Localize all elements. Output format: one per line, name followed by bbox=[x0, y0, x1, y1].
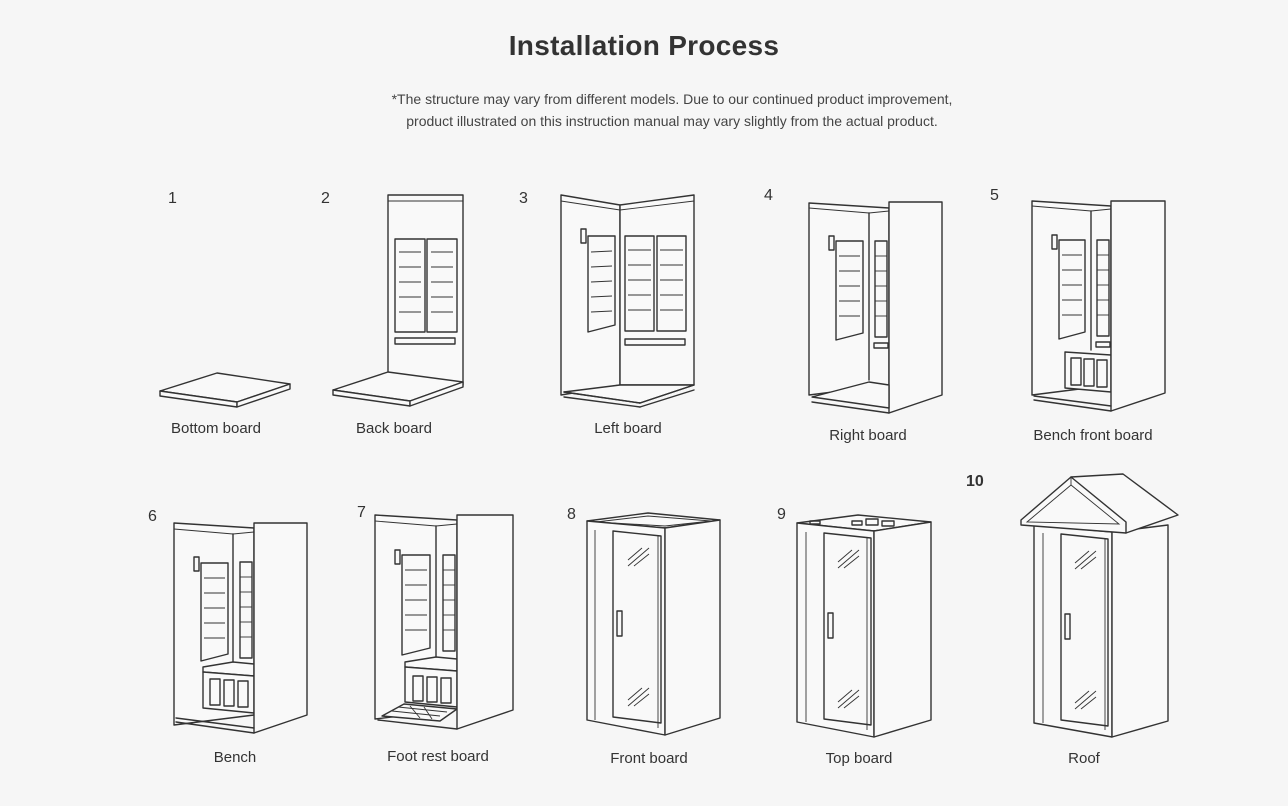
step-label: Right board bbox=[829, 427, 907, 444]
step-label: Top board bbox=[825, 750, 893, 767]
note-line-1: *The structure may vary from different m… bbox=[391, 91, 953, 107]
step-number: 9 bbox=[777, 506, 786, 523]
step-number: 5 bbox=[990, 187, 999, 204]
step-number: 3 bbox=[519, 190, 528, 207]
step-number: 6 bbox=[148, 508, 157, 525]
step-number: 8 bbox=[567, 506, 576, 523]
step-label: Bench bbox=[213, 749, 257, 766]
step-label: Back board bbox=[356, 420, 432, 437]
step-label: Front board bbox=[610, 750, 688, 767]
step-number: 7 bbox=[357, 504, 366, 521]
step-label: Bottom board bbox=[170, 420, 262, 437]
step-label: Foot rest board bbox=[387, 748, 489, 765]
step-label: Left board bbox=[594, 420, 662, 437]
step-number: 4 bbox=[764, 187, 773, 204]
disclaimer-note: *The structure may vary from different m… bbox=[344, 88, 1000, 132]
step-number: 10 bbox=[966, 473, 984, 490]
step-number: 1 bbox=[168, 190, 177, 207]
note-line-2: product illustrated on this instruction … bbox=[406, 113, 938, 129]
step-label: Bench front board bbox=[1033, 427, 1153, 444]
step-label: Roof bbox=[1068, 750, 1100, 767]
page-title: Installation Process bbox=[508, 30, 780, 61]
step-number: 2 bbox=[321, 190, 330, 207]
